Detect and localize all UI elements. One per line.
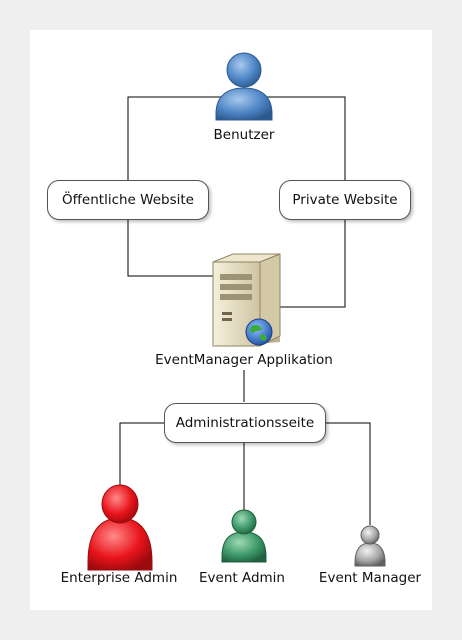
connector-admin-to-eventmanager	[324, 422, 371, 525]
globe-icon	[245, 318, 273, 346]
private-website-node[interactable]: Private Website	[279, 180, 411, 220]
admin-page-label: Administrationsseite	[175, 415, 315, 431]
event-admin-label: Event Admin	[199, 570, 285, 586]
benutzer-label: Benutzer	[213, 127, 275, 143]
public-website-node[interactable]: Öffentliche Website	[47, 180, 209, 220]
connector-public-to-app	[127, 218, 215, 277]
app-label: EventManager Applikation	[155, 352, 333, 368]
event-manager-person-icon	[354, 525, 386, 567]
admin-page-node[interactable]: Administrationsseite	[164, 403, 326, 443]
benutzer-person-icon	[215, 52, 273, 121]
diagram-canvas: Benutzer Öffentliche Website Private Web…	[30, 30, 432, 610]
connector-private-to-app	[280, 218, 346, 308]
event-manager-label: Event Manager	[318, 570, 422, 586]
enterprise-admin-label: Enterprise Admin	[60, 570, 178, 586]
event-admin-person-icon	[221, 509, 267, 563]
enterprise-admin-person-icon	[87, 484, 153, 571]
public-website-label: Öffentliche Website	[62, 192, 194, 208]
diagram-connectors	[87, 52, 386, 571]
private-website-label: Private Website	[292, 192, 398, 208]
connector-admin-to-enterprise	[119, 422, 164, 495]
